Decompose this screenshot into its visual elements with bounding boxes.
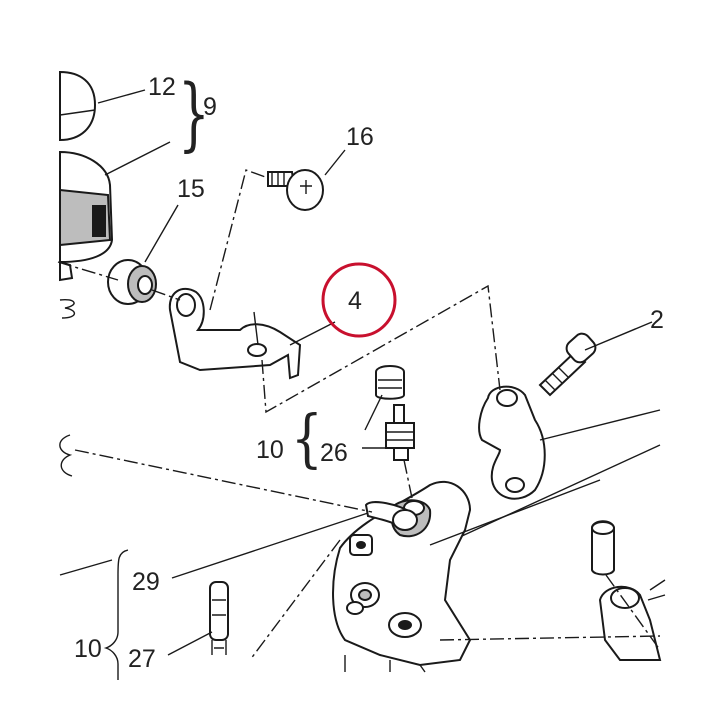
callout-16: 16	[346, 123, 374, 151]
handlebar-clamp	[478, 385, 546, 500]
brace-10-top: {	[291, 403, 323, 476]
dust-boot	[591, 520, 615, 576]
banjo-fitting	[364, 501, 418, 531]
callout-29: 29	[132, 568, 160, 596]
bleed-nipple	[375, 365, 415, 461]
spring-clip-mid	[59, 434, 73, 477]
callout-12: 12	[148, 73, 176, 101]
screw-16	[267, 169, 324, 211]
pin-27	[209, 581, 229, 655]
callout-27: 27	[128, 645, 156, 673]
highlight-circle	[321, 262, 397, 338]
master-cylinder-body	[332, 480, 472, 673]
brace-9: }	[178, 66, 210, 160]
grommet	[107, 259, 157, 305]
callout-10-bottom: 10	[74, 635, 102, 663]
spring-clip-top	[59, 298, 76, 319]
assembly-lines	[57, 169, 661, 661]
callout-15: 15	[177, 175, 205, 203]
reservoir-body	[59, 150, 114, 282]
mounting-bracket	[168, 287, 302, 380]
reservoir-cap	[59, 70, 97, 142]
callout-4: 4	[348, 287, 362, 315]
brace-10-bottom	[103, 549, 129, 680]
callout-26: 26	[320, 439, 348, 467]
callout-10-top: 10	[256, 436, 284, 464]
callout-2: 2	[650, 306, 664, 334]
spring-right	[647, 579, 666, 601]
leader-lines	[59, 89, 661, 656]
callout-9: 9	[203, 93, 217, 121]
pushrod-partial	[598, 585, 662, 661]
bolt-2	[538, 332, 597, 397]
